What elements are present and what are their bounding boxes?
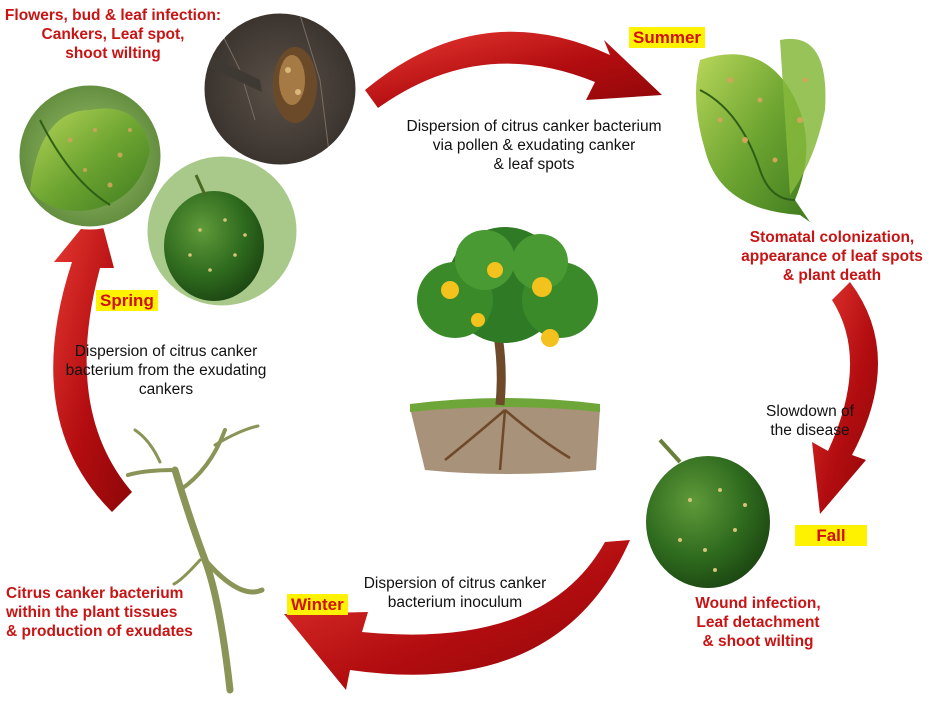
season-winter-badge: Winter [287, 594, 348, 615]
season-fall-badge: Fall [795, 525, 867, 546]
spring-infection-label: Flowers, bud & leaf infection: Cankers, … [4, 7, 222, 62]
fall-to-winter-process: Dispersion of citrus canker bacterium in… [363, 575, 547, 611]
season-spring-badge: Spring [96, 290, 158, 311]
citrus-tree-icon [410, 227, 600, 474]
cycle-arrow-winter-to-spring [53, 208, 132, 512]
winter-to-spring-process: Dispersion of citrus canker bacterium fr… [65, 343, 267, 398]
winter-tissues-label: Citrus canker bacterium within the plant… [6, 585, 193, 640]
summer-to-fall-process: Slowdown of the disease [766, 403, 854, 439]
bare-twig-photo [126, 424, 265, 694]
cycle-arrow-summer-to-fall [812, 282, 879, 514]
cycle-arrow-spring-to-summer [365, 31, 662, 108]
infected-leaf-photo [16, 82, 164, 230]
cankered-fruit-photo [646, 438, 770, 588]
leaf-spot-photo [696, 38, 826, 223]
cankered-bark-photo [201, 10, 359, 168]
season-summer-badge: Summer [629, 27, 706, 48]
summer-colonization-label: Stomatal colonization, appearance of lea… [741, 229, 923, 284]
cycle-arrow-fall-to-winter [284, 540, 630, 690]
spring-to-summer-process: Dispersion of citrus canker bacterium vi… [406, 118, 662, 173]
infected-fruit-photo [144, 153, 300, 309]
fall-wound-label: Wound infection, Leaf detachment & shoot… [695, 595, 821, 650]
